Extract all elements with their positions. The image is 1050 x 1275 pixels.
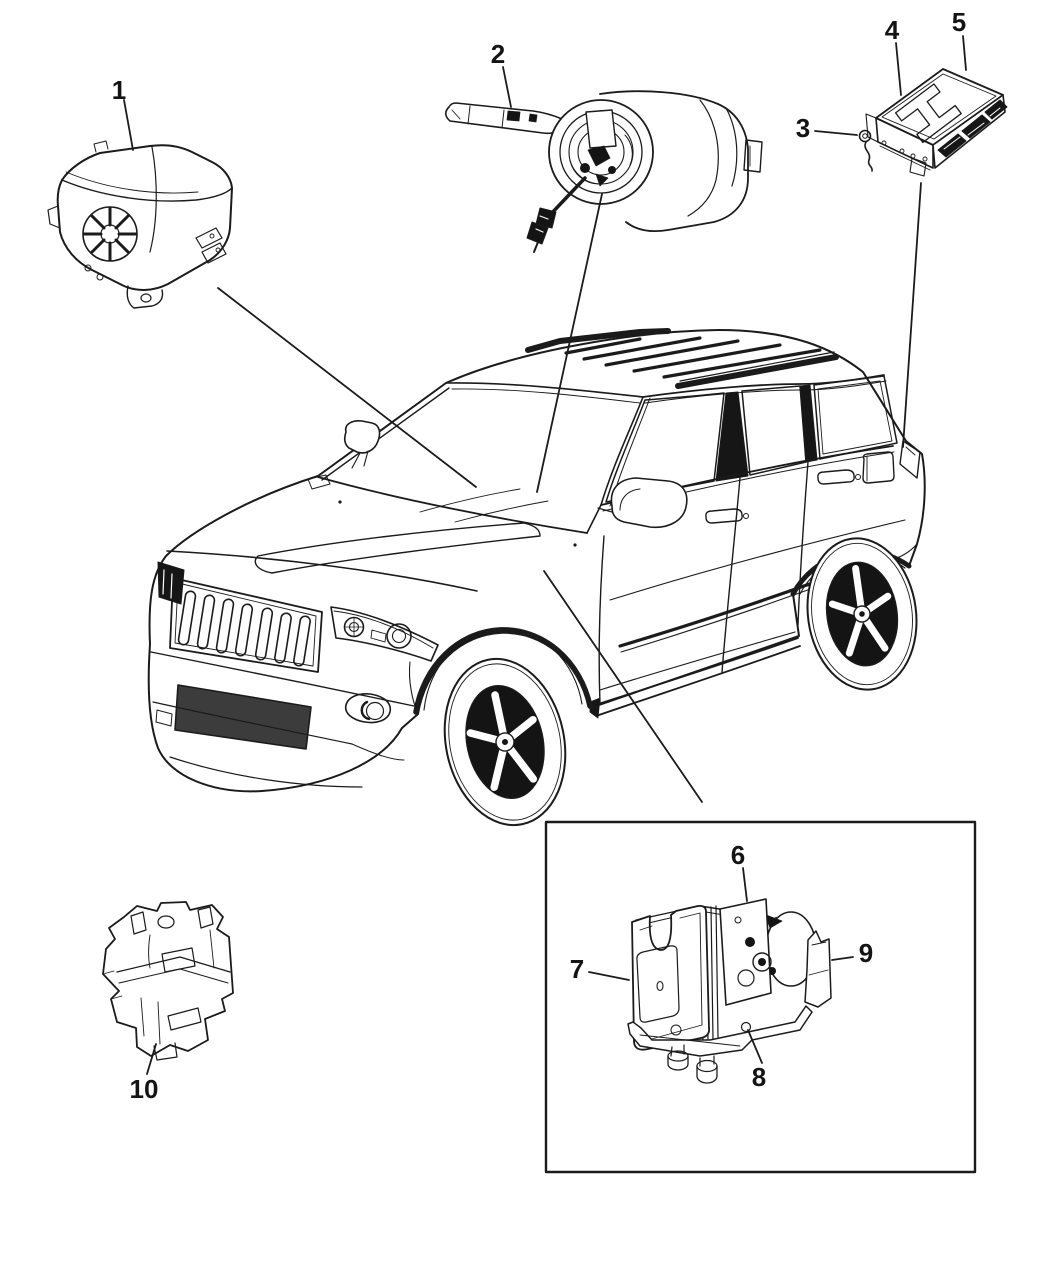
callout-7: 7 [570, 954, 584, 984]
callout-10: 10 [130, 1074, 159, 1104]
leader-45-to-vehicle [902, 182, 922, 448]
leader-lines [123, 35, 967, 1075]
abs-inset [544, 820, 977, 1174]
leader-5-label [962, 35, 967, 71]
leader-1-label [123, 99, 134, 151]
callout-9: 9 [859, 938, 873, 968]
leader-7-label [588, 971, 630, 981]
callout-8: 8 [752, 1062, 766, 1092]
callout-6: 6 [731, 840, 745, 870]
leader-8-label [747, 1029, 763, 1064]
part-3-screw-drawing [858, 129, 873, 172]
far-side-mirror [343, 420, 381, 469]
corner-marker [157, 561, 185, 605]
leader-6-label [742, 867, 748, 902]
lower-grille [174, 684, 312, 750]
grille [169, 577, 323, 673]
leader-2-label [502, 66, 512, 108]
fuel-door [862, 451, 895, 484]
callout-labels: 1 2 3 4 5 6 7 8 9 10 [112, 7, 966, 1104]
rear-wheel [806, 537, 918, 691]
front-door-handle [705, 508, 749, 524]
part-2-clockspring-and-stalk-drawing [444, 90, 763, 253]
callout-1: 1 [112, 75, 126, 105]
leader-10-label [146, 1043, 157, 1075]
callout-2: 2 [491, 39, 505, 69]
leader-3-label [814, 130, 858, 136]
leader-1-to-vehicle [217, 287, 477, 488]
callout-5: 5 [952, 7, 966, 37]
callout-4: 4 [885, 15, 900, 45]
leader-2-to-vehicle [536, 193, 603, 493]
near-side-mirror [597, 477, 688, 529]
part-1-siren-module-drawing [47, 140, 233, 309]
taillamp [899, 440, 921, 479]
front-wheel [443, 657, 567, 827]
fan-grille-icon [82, 206, 138, 262]
abs-module-drawing [627, 898, 832, 1084]
part-4-5-control-module-drawing [865, 68, 1008, 177]
leader-vehicle-to-inset [543, 570, 703, 803]
leader-4-label [895, 42, 902, 96]
vehicle-illustration [147, 328, 926, 827]
inset-box [544, 820, 977, 1174]
rear-door-handle [817, 469, 861, 485]
callout-3: 3 [796, 113, 810, 143]
part-10-bracket-drawing [102, 901, 234, 1061]
leader-9-label [831, 956, 854, 961]
headlamp [330, 606, 439, 662]
